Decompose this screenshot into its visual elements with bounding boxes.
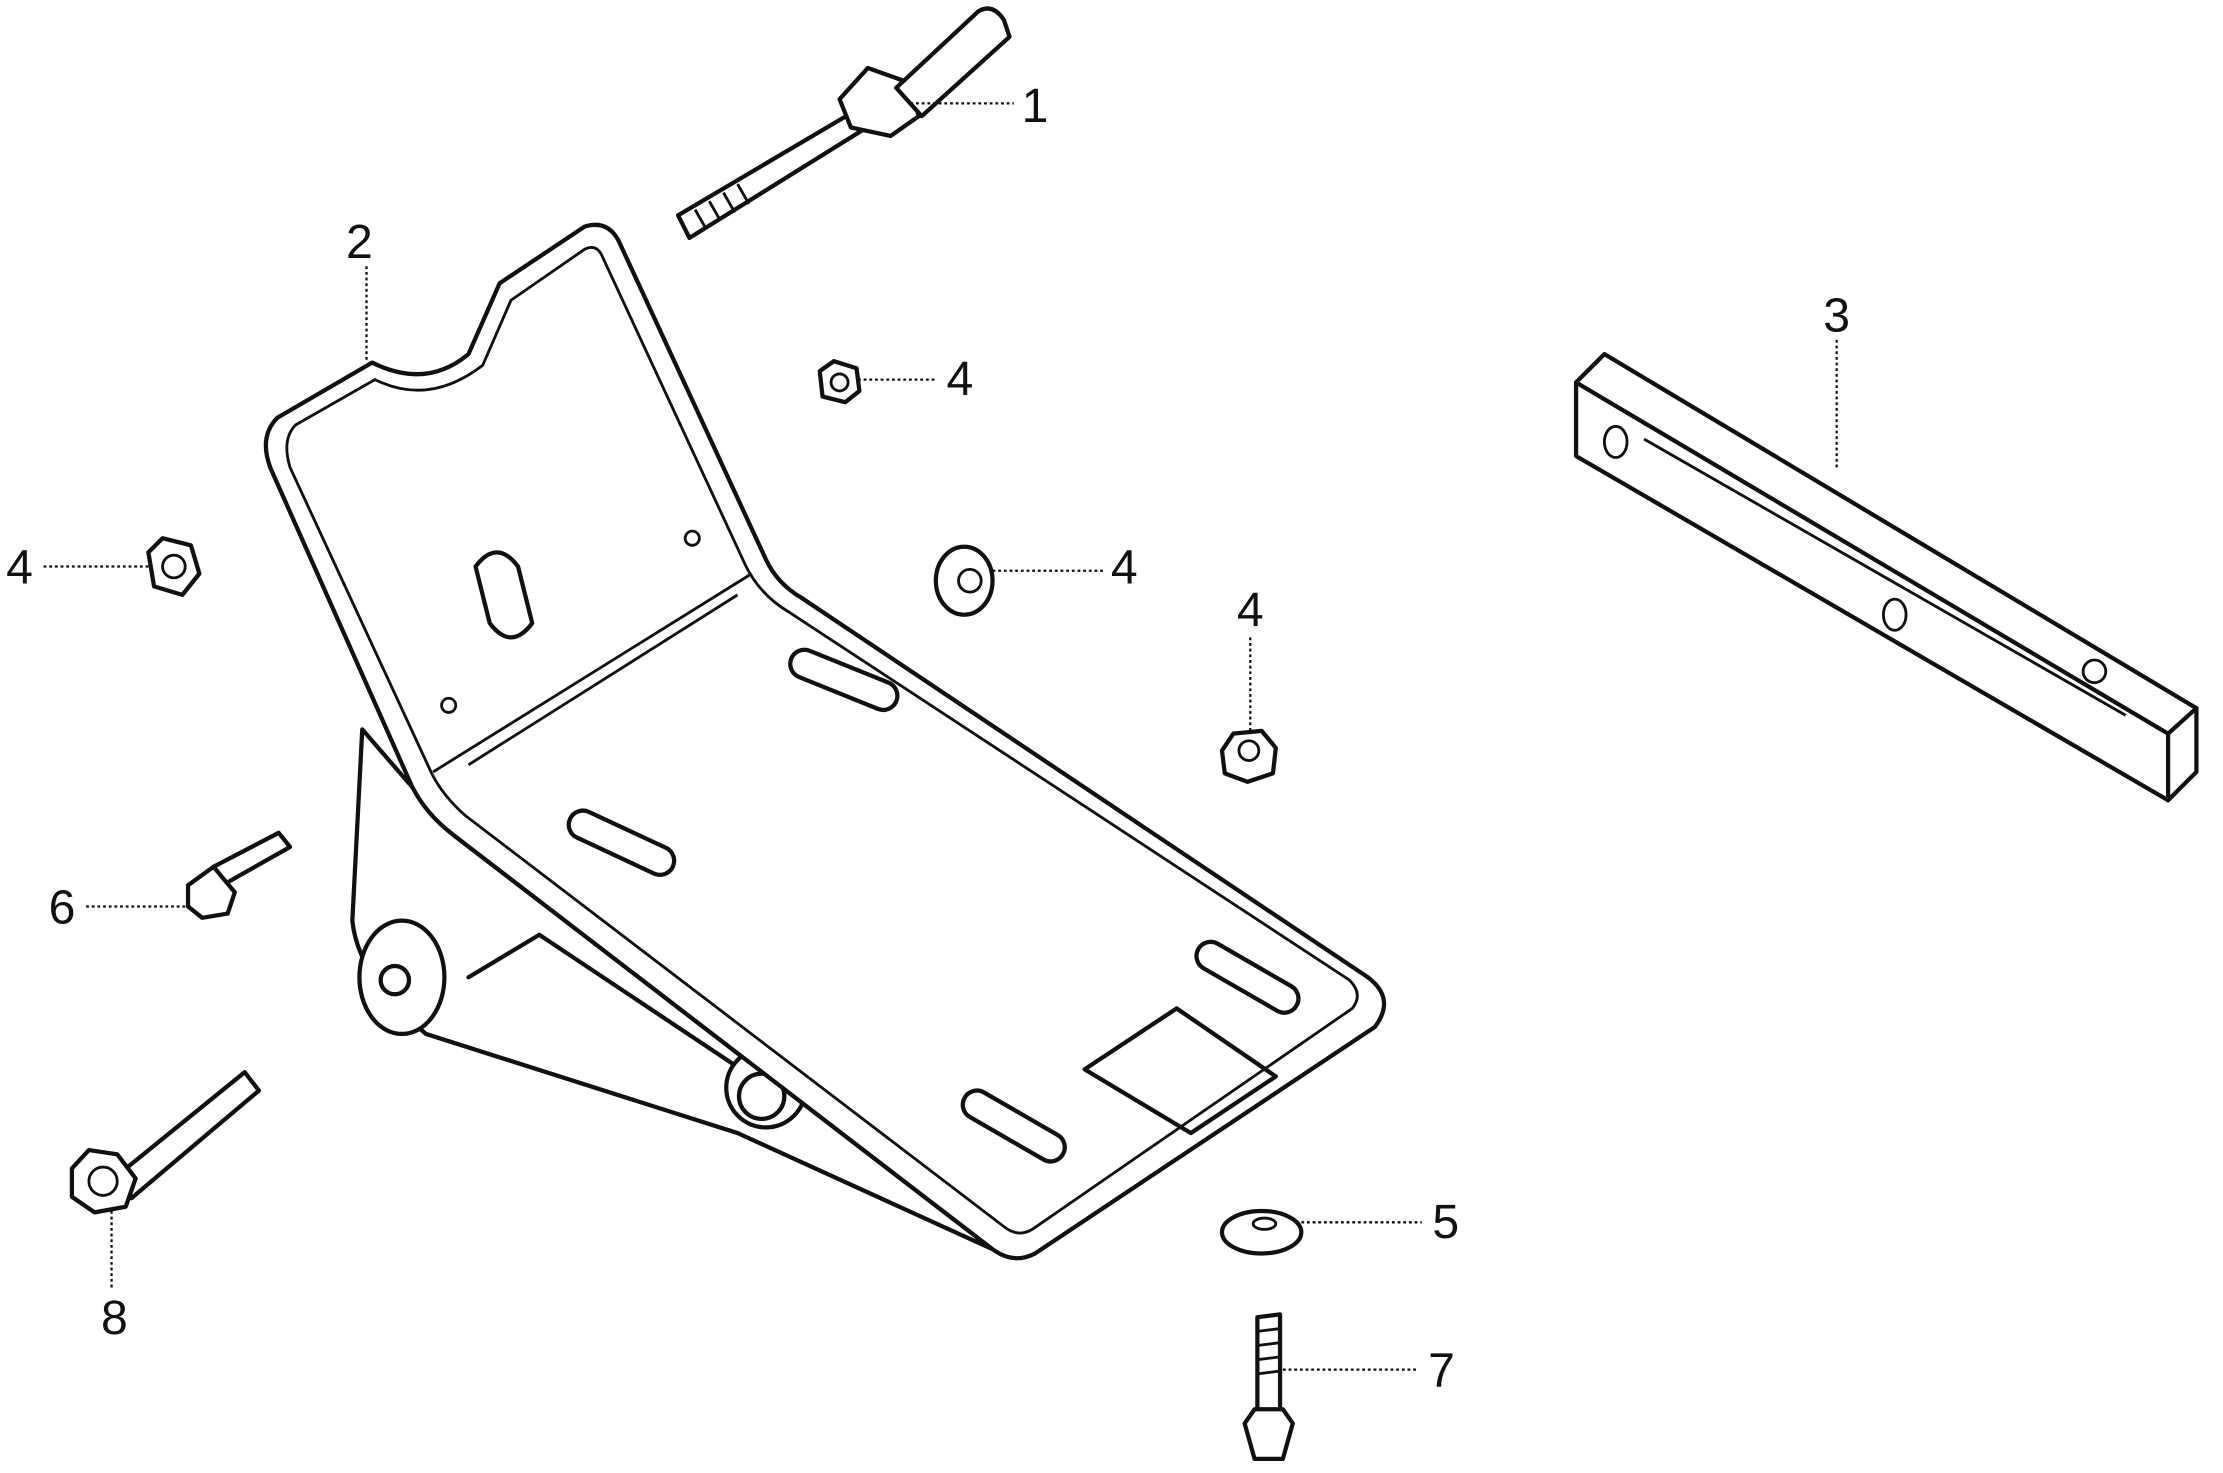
callout-1: 1	[1022, 79, 1049, 133]
callout-5: 5	[1432, 1195, 1459, 1249]
callout-7: 7	[1428, 1344, 1455, 1398]
callout-3: 3	[1823, 288, 1850, 342]
nut-part	[933, 544, 995, 617]
nut-part	[1219, 728, 1278, 784]
leader-lines	[43, 102, 1838, 1371]
callout-4: 4	[947, 352, 974, 406]
bottom-bolt-part	[1242, 1312, 1295, 1461]
short-bolt-part	[185, 830, 293, 920]
callout-4: 4	[6, 541, 33, 595]
callout-4: 4	[1111, 541, 1138, 595]
nut-part	[146, 536, 202, 597]
callout-4: 4	[1237, 583, 1264, 637]
long-bolt-part	[675, 6, 1012, 241]
washer-part	[1219, 1208, 1304, 1256]
callout-2: 2	[346, 215, 373, 269]
square-tube-part	[1573, 351, 2199, 803]
nut-part	[817, 359, 862, 405]
callout-8: 8	[101, 1291, 128, 1345]
bracket-part	[263, 222, 1387, 1261]
flange-bolt-part	[69, 1070, 261, 1215]
callout-6: 6	[49, 880, 76, 934]
